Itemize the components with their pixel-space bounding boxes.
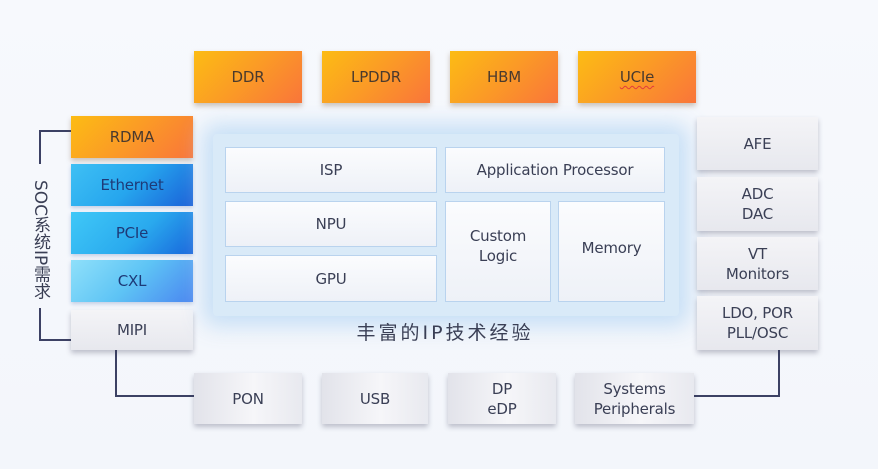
ip-block-label: PCIe [115, 224, 149, 242]
ip-block-ucie: UCIe [578, 51, 696, 103]
ip-block-ddr: DDR [194, 51, 302, 103]
ip-block-label: GPU [315, 269, 347, 288]
ip-block-custom-logic: Custom Logic [445, 201, 551, 302]
ip-block-label: ISP [319, 161, 343, 179]
ip-block-adc-dac: ADC DAC [697, 177, 818, 231]
ip-block-label: Memory [581, 238, 642, 257]
ip-block-label-line2: Peripherals [593, 399, 676, 418]
ip-block-ldo-por-pll-osc: LDO, POR PLL/OSC [697, 296, 818, 350]
ip-block-label-line1: PON [232, 389, 264, 408]
bracket-top-horizontal [39, 130, 72, 132]
soc-ip-requirements-label: SOC系统IP需求 [30, 180, 50, 300]
ip-block-ethernet: Ethernet [71, 164, 193, 206]
ip-block-rdma: RDMA [71, 116, 193, 158]
ip-block-label-line2: Monitors [725, 264, 790, 283]
ip-block-gpu: GPU [225, 255, 437, 302]
ip-block-lpddr: LPDDR [322, 51, 430, 103]
ip-block-label: DDR [231, 68, 265, 86]
ip-block-isp: ISP [225, 147, 437, 193]
ip-block-label-line2: Logic [478, 246, 518, 265]
ip-block-label-line2: PLL/OSC [726, 324, 789, 342]
panel-caption: 丰富的IP技术经验 [356, 322, 534, 344]
ip-block-label-line1: Systems [603, 379, 666, 398]
ip-block-label: LPDDR [351, 68, 401, 86]
ip-block-memory: Memory [558, 201, 665, 302]
ip-block-label-line2: DAC [741, 205, 774, 223]
ip-block-label: CXL [117, 272, 147, 290]
ip-block-npu: NPU [225, 201, 437, 247]
ip-block-label-line1: ADC [741, 185, 774, 203]
ip-block-mipi: MIPI [71, 310, 193, 350]
ip-block-afe: AFE [697, 117, 818, 170]
ip-block-label: HBM [487, 68, 521, 86]
ip-block-dp-edp: DP eDP [448, 373, 556, 424]
ip-block-label-line1: VT [747, 244, 768, 263]
ip-block-label-line1: LDO, POR [722, 304, 793, 322]
bracket-bottom-horizontal [39, 339, 72, 341]
ip-block-label-line1: Custom [469, 226, 527, 245]
connector-left-horizontal [115, 395, 195, 397]
connector-right-horizontal [694, 395, 780, 397]
ip-block-label: MIPI [116, 321, 148, 339]
ip-block-pcie: PCIe [71, 212, 193, 254]
ip-block-cxl: CXL [71, 260, 193, 302]
ip-block-label-line1: USB [359, 389, 391, 408]
ip-block-label: RDMA [109, 128, 155, 146]
ip-block-label-line1: DP [491, 379, 513, 398]
ip-block-hbm: HBM [450, 51, 558, 103]
ip-block-label: Ethernet [100, 176, 164, 194]
ip-block-label: UCIe [619, 68, 655, 86]
connector-right-vertical [778, 349, 780, 397]
bracket-top-vertical [39, 130, 41, 164]
ip-block-application-processor: Application Processor [445, 147, 665, 193]
ip-block-pon: PON [194, 373, 302, 424]
ip-block-label: NPU [315, 215, 347, 233]
ip-block-usb: USB [322, 373, 428, 424]
ip-block-vt-monitors: VT Monitors [697, 237, 818, 290]
ip-block-label: Application Processor [476, 161, 634, 179]
ip-block-systems-peripherals: Systems Peripherals [575, 373, 694, 424]
ip-block-label-line2: eDP [487, 399, 517, 418]
ip-block-label-line1: AFE [743, 134, 772, 153]
bracket-bottom-vertical [39, 308, 41, 341]
connector-left-vertical [115, 349, 117, 397]
